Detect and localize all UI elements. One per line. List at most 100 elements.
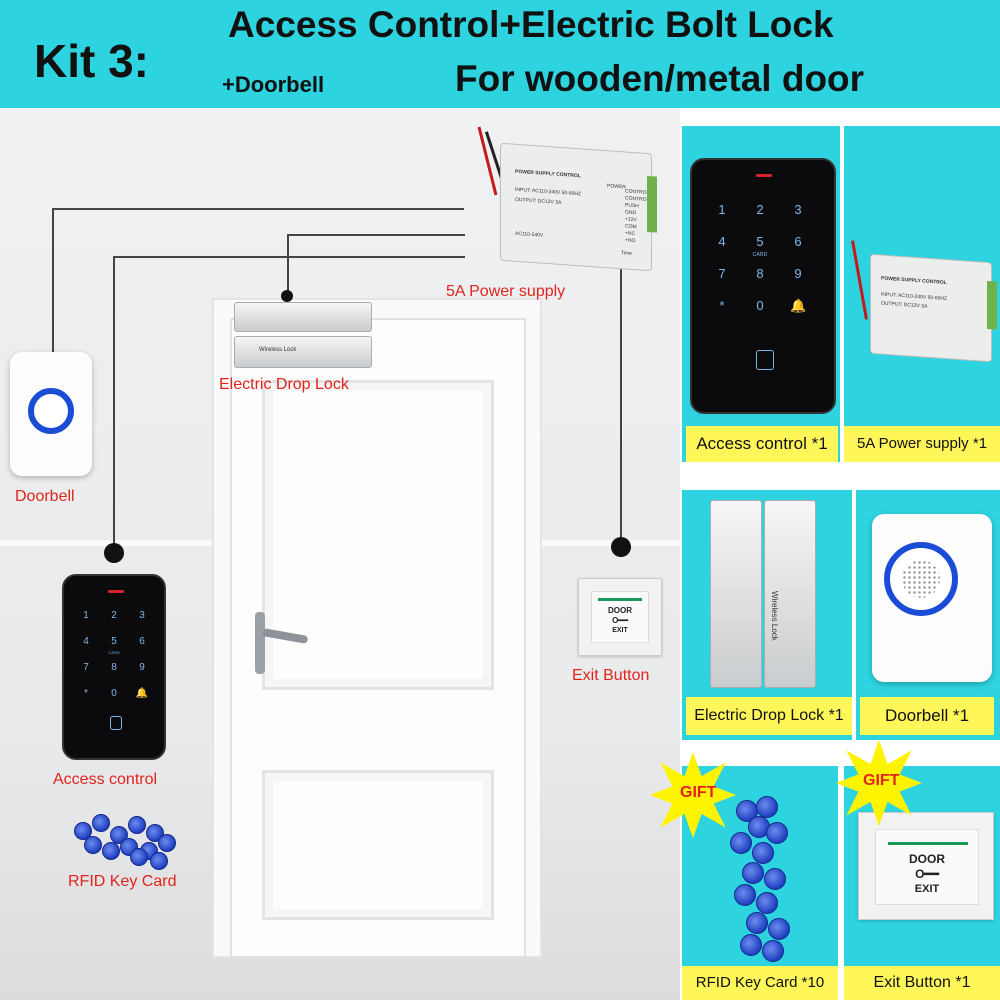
access-control-product: 1 2 3 4 5 6 7 8 9 * 0 🔔 CARD xyxy=(690,158,836,414)
product-exit-text-exit: EXIT xyxy=(914,883,940,895)
keypad-key[interactable]: 9 xyxy=(139,662,145,673)
keypad-key[interactable]: * xyxy=(84,688,88,699)
rfid-fob-icon xyxy=(742,862,764,884)
label-access-control: Access control xyxy=(53,771,158,788)
door-handle-plate xyxy=(255,612,265,674)
keypad-scene: 1 2 3 4 5 6 7 8 9 * 0 🔔 CARD xyxy=(62,574,166,760)
wire-lock-h xyxy=(287,234,465,236)
psu-terminal: +NO xyxy=(625,237,636,245)
caption-rfid: RFID Key Card *10 xyxy=(682,966,838,1000)
drop-lock-top xyxy=(234,302,372,332)
product-psu-output: OUTPUT: DC12V 3A xyxy=(881,300,928,310)
rfid-fob-icon xyxy=(740,934,762,956)
keypad-key[interactable]: 0 xyxy=(756,298,764,313)
label-exit-button: Exit Button xyxy=(572,667,650,684)
psu-output: OUTPUT: DC12V 3A xyxy=(515,196,562,206)
lock-connector-dot xyxy=(281,290,293,302)
psu-title: POWER SUPPLY CONTROL xyxy=(515,168,581,180)
keypad-key[interactable]: * xyxy=(719,298,725,313)
rfid-fob-icon xyxy=(752,842,774,864)
caption-drop-lock: Electric Drop Lock *1 xyxy=(686,697,852,735)
rfid-fob-icon xyxy=(766,822,788,844)
gift-label-exit: GIFT xyxy=(863,772,900,789)
caption-exit-button: Exit Button *1 xyxy=(844,966,1000,1000)
keypad-key[interactable]: 4 xyxy=(718,234,726,249)
title-subtitle: +Doorbell xyxy=(222,72,325,97)
product-exit-button-face: DOOR O━━ EXIT xyxy=(875,829,979,905)
keypad-key[interactable]: 5 xyxy=(111,636,117,647)
product-rfid-reader-icon xyxy=(756,350,774,370)
keypad-key[interactable]: 🔔 xyxy=(135,688,149,699)
wire-exit-v xyxy=(620,260,622,540)
psu-input: INPUT: AC110-240V 50-60HZ xyxy=(515,186,582,198)
psu-ac: AC110-240V xyxy=(515,230,544,239)
keypad-key[interactable]: 1 xyxy=(83,610,89,621)
product-psu-terminal-block xyxy=(987,280,997,330)
doorbell-product xyxy=(872,514,992,682)
product-psu-title: POWER SUPPLY CONTROL xyxy=(881,275,947,287)
rfid-fob-icon xyxy=(130,848,148,866)
wire-keypad-h xyxy=(113,256,465,258)
doorbell-scene xyxy=(10,352,92,476)
gift-burst-exit xyxy=(836,740,922,826)
exit-button-scene: DOOR O━━ EXIT xyxy=(578,578,662,656)
product-key-icon: O━━ xyxy=(915,867,939,881)
keypad-key[interactable]: 7 xyxy=(718,266,726,281)
drop-lock-product-right: Wireless Lock xyxy=(764,500,816,688)
door-panel-upper xyxy=(262,380,494,690)
product-keypad-led xyxy=(756,174,772,177)
title-line-2: For wooden/metal door xyxy=(455,58,865,99)
drop-lock-bottom: Wireless Lock xyxy=(234,336,372,368)
rfid-reader-icon xyxy=(110,716,122,730)
keypad-key[interactable]: 6 xyxy=(139,636,145,647)
keypad-key[interactable]: 2 xyxy=(756,202,764,217)
keypad-card-label: CARD xyxy=(752,251,768,258)
keypad-key[interactable]: 9 xyxy=(794,266,802,281)
keypad-key[interactable]: 🔔 xyxy=(790,298,807,313)
keypad-connector-dot xyxy=(104,543,124,563)
power-supply-scene: POWER SUPPLY CONTROL INPUT: AC110-240V 5… xyxy=(500,142,657,272)
keypad-key[interactable]: 2 xyxy=(111,610,117,621)
exit-button-product: DOOR O━━ EXIT xyxy=(858,812,994,920)
exit-connector-dot xyxy=(611,537,631,557)
product-exit-indicator xyxy=(888,842,968,845)
label-rfid: RFID Key Card xyxy=(68,873,177,890)
rfid-fob-icon xyxy=(150,852,168,870)
rfid-fob-icon xyxy=(768,918,790,940)
keypad-key[interactable]: 5 xyxy=(756,234,764,249)
psu-power: POWER xyxy=(607,183,626,191)
keypad-key[interactable]: 8 xyxy=(111,662,117,673)
keypad-key[interactable]: 1 xyxy=(718,202,726,217)
rfid-fob-icon xyxy=(74,822,92,840)
wire-doorbell-h xyxy=(52,208,464,210)
exit-button-indicator xyxy=(598,598,642,601)
keypad-led xyxy=(108,590,124,593)
keypad-key[interactable]: 3 xyxy=(139,610,145,621)
doorbell-button-icon xyxy=(28,388,74,434)
rfid-fob-icon xyxy=(730,832,752,854)
wire-doorbell-v xyxy=(52,208,54,373)
door-panel-lower xyxy=(262,770,494,920)
keypad-key[interactable]: 3 xyxy=(794,202,802,217)
wire-keypad-v xyxy=(113,256,115,556)
exit-text-exit: EXIT xyxy=(612,627,628,634)
keypad-key[interactable]: 4 xyxy=(83,636,89,647)
caption-doorbell: Doorbell *1 xyxy=(860,697,994,735)
rfid-fob-icon xyxy=(84,836,102,854)
caption-access-control: Access control *1 xyxy=(686,426,838,462)
keypad-card-label: CARD xyxy=(108,650,120,656)
psu-time: Time xyxy=(621,250,632,257)
rfid-fob-icon xyxy=(764,868,786,890)
wall-trim-left xyxy=(0,540,212,546)
gift-burst-rfid xyxy=(650,752,736,838)
exit-text-door: DOOR xyxy=(608,606,632,615)
keypad-key[interactable]: 7 xyxy=(83,662,89,673)
psu-terminal-block xyxy=(647,175,657,233)
label-power-supply: 5A Power supply xyxy=(446,283,566,300)
caption-power-supply: 5A Power supply *1 xyxy=(844,426,1000,462)
keypad-key[interactable]: 6 xyxy=(794,234,802,249)
keypad-key[interactable]: 8 xyxy=(756,266,764,281)
rfid-fob-icon xyxy=(762,940,784,962)
keypad-key[interactable]: 0 xyxy=(111,688,117,699)
wire-lock-v xyxy=(287,234,289,299)
